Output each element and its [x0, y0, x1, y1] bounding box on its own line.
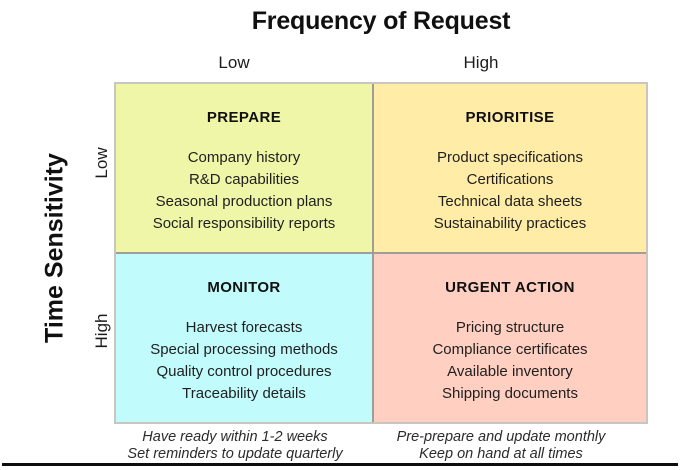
- quadrant-item: R&D capabilities: [188, 171, 300, 188]
- y-axis-title: Time Sensitivity: [40, 153, 69, 343]
- quadrant-urgent-action: URGENT ACTION Pricing structure Complian…: [374, 254, 646, 422]
- quadrant-item: Company history: [187, 149, 301, 166]
- quadrant-item: Harvest forecasts: [185, 319, 303, 336]
- quadrant-item: Shipping documents: [442, 385, 578, 402]
- footnote-right-column: Pre-prepare and update monthly Keep on h…: [397, 429, 606, 463]
- x-axis-title: Frequency of Request: [251, 7, 511, 35]
- quadrant-monitor: MONITOR Harvest forecasts Special proces…: [116, 254, 374, 422]
- y-axis-label-high: High: [92, 313, 111, 349]
- footnote-left-column: Have ready within 1-2 weeks Set reminder…: [127, 429, 342, 463]
- quadrant-title: PREPARE: [206, 109, 282, 126]
- quadrant-item: Traceability details: [182, 385, 306, 402]
- quadrant-item: Available inventory: [447, 363, 573, 380]
- y-axis-label-low: Low: [92, 147, 111, 179]
- quadrant-prepare: PREPARE Company history R&D capabilities…: [116, 84, 374, 254]
- quadrant-title: URGENT ACTION: [445, 279, 575, 296]
- quadrant-item: Pricing structure: [455, 319, 565, 336]
- x-axis-label-high: High: [463, 53, 499, 72]
- quadrant-item: Seasonal production plans: [155, 193, 333, 210]
- quadrant-item: Sustainability practices: [433, 215, 587, 232]
- footnote-line: Have ready within 1-2 weeks: [142, 429, 328, 445]
- quadrant-item: Social responsibility reports: [152, 215, 336, 232]
- quadrant-item: Technical data sheets: [437, 193, 583, 210]
- quadrant-title: PRIORITISE: [465, 109, 555, 126]
- quadrant-item: Quality control procedures: [156, 363, 332, 380]
- matrix-grid: PREPARE Company history R&D capabilities…: [114, 82, 648, 424]
- quadrant-item: Special processing methods: [150, 341, 338, 358]
- quadrant-item: Product specifications: [437, 149, 583, 166]
- quadrant-title: MONITOR: [207, 279, 281, 296]
- quadrant-item: Compliance certificates: [432, 341, 588, 358]
- bottom-divider-rule: [2, 463, 678, 466]
- footnote-line: Set reminders to update quarterly: [127, 446, 343, 462]
- footnote-line: Pre-prepare and update monthly: [396, 429, 606, 445]
- footnote-line: Keep on hand at all times: [419, 446, 583, 462]
- quadrant-prioritise: PRIORITISE Product specifications Certif…: [374, 84, 646, 254]
- quadrant-item: Certifications: [466, 171, 554, 188]
- x-axis-label-low: Low: [218, 53, 250, 72]
